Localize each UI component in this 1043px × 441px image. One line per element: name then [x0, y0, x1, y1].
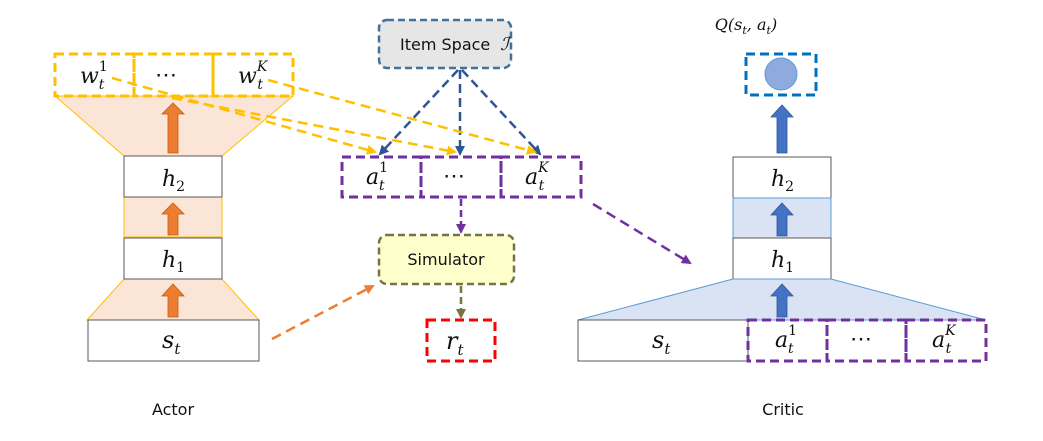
state-to-simulator-arrow: [271, 284, 375, 341]
actor-weight-box-K: [211, 52, 295, 98]
critic-action-box-K: [904, 318, 988, 363]
critic-output-neuron: [764, 57, 798, 91]
actor-arrow-h2-to-weights: [161, 102, 185, 154]
critic-action-dots-label: ⋯: [850, 327, 872, 352]
action-box-1: [340, 155, 423, 199]
weight-1-to-action-1-arrow: [111, 76, 377, 155]
weight-K-to-action-K-arrow: [267, 78, 537, 155]
actor-caption: Actor: [152, 400, 195, 419]
critic-q-value-label: Q(st, at): [715, 15, 777, 37]
critic-h2-box: [732, 156, 832, 199]
weight-dots-to-action-dots-arrow: [171, 96, 457, 156]
critic-arrow-input-to-h1: [770, 283, 794, 318]
actor-arrow-state-to-h1: [161, 283, 185, 318]
critic-state-label: st: [652, 326, 671, 358]
item-space-box: [377, 18, 513, 70]
actor-weight-box-1: [53, 52, 136, 98]
simulator-label: Simulator: [407, 250, 485, 269]
critic-arrow-h2-to-output: [770, 104, 794, 154]
reward-box: [425, 318, 497, 363]
critic-h1-label: h1: [771, 248, 794, 276]
actor-state-label: st: [162, 326, 181, 358]
actor-state-box: [87, 319, 260, 362]
actor-h2-box: [123, 155, 223, 198]
critic-h1-box: [732, 237, 832, 280]
action-box-K: [499, 155, 583, 199]
actor-h1-label: h1: [162, 248, 185, 276]
actions-to-critic-arrow: [592, 202, 692, 265]
actor-weight-dots-label: ⋯: [155, 63, 177, 88]
critic-state-box: [577, 319, 749, 362]
item-space-to-action-1-arrow: [378, 69, 459, 156]
critic-h2-label: h2: [771, 167, 794, 195]
reward-label: rt: [446, 327, 464, 359]
actor-h2-label: h2: [162, 167, 185, 195]
critic-action-box-1: [746, 318, 829, 363]
action-dots-label: ⋯: [443, 164, 465, 189]
actor-h1-box: [123, 237, 223, 280]
action-box-dots: [419, 155, 503, 199]
simulator-box: [377, 233, 516, 286]
critic-output-box: [744, 52, 818, 97]
critic-arrow-h1-to-h2: [770, 202, 794, 237]
item-space-to-action-K-arrow: [461, 69, 542, 156]
actor-arrow-h1-to-h2: [161, 202, 185, 236]
critic-caption: Critic: [762, 400, 804, 419]
critic-action-box-dots: [825, 318, 908, 363]
